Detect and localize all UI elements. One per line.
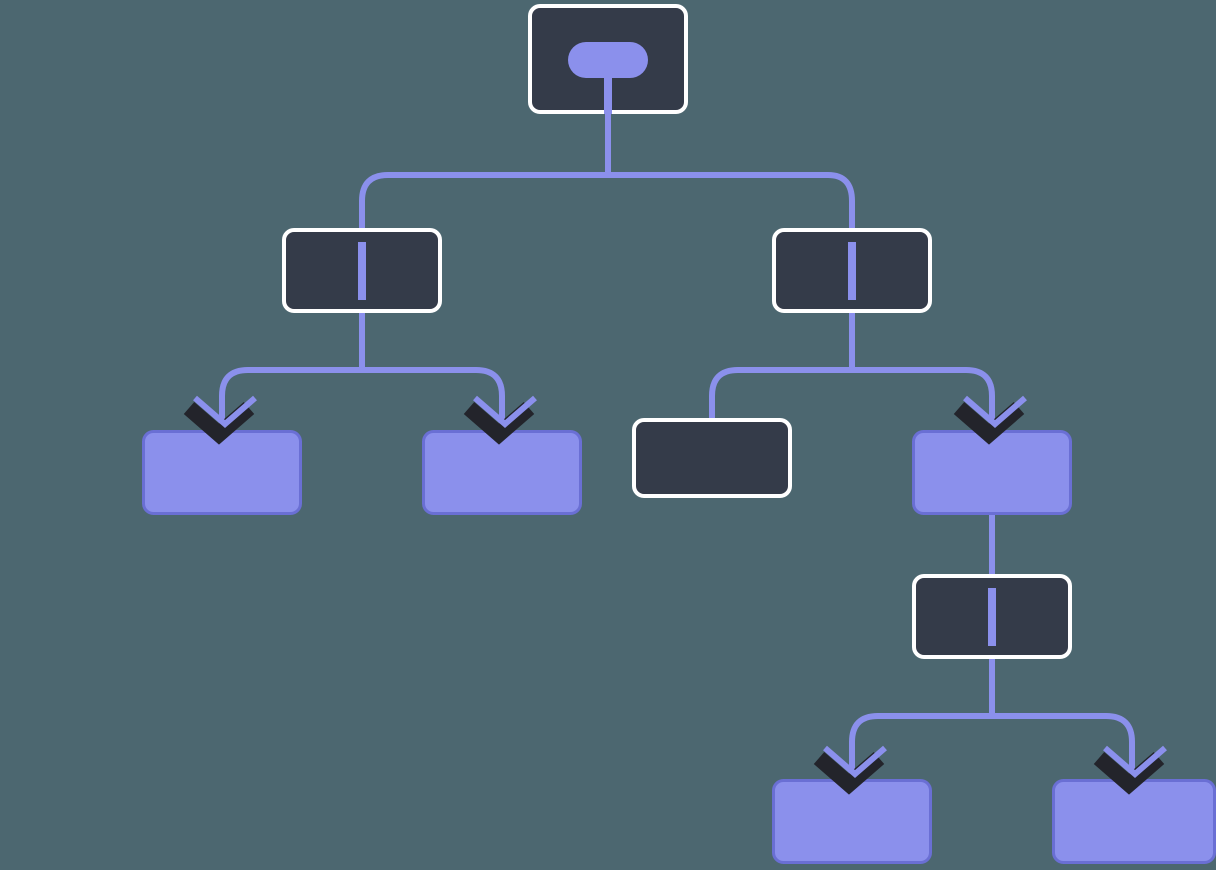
- arrowhead-to-leaf-e-accent: [1103, 745, 1167, 778]
- level1-left-to-leaves-connector: [219, 313, 505, 436]
- leaf-node-b[interactable]: [422, 430, 582, 515]
- connector-layer: [219, 114, 1135, 786]
- arrowhead-to-leaf-c-dark: [953, 401, 1025, 445]
- leaf-node-c[interactable]: [912, 430, 1072, 515]
- arrowhead-to-leaf-d-dark: [813, 751, 885, 795]
- arrowhead-to-leaf-a-accent: [193, 395, 257, 428]
- arrowhead-to-leaf-b-accent: [473, 395, 537, 428]
- arrowhead-layer: [183, 395, 1167, 795]
- node-marker-layer: [358, 42, 996, 646]
- level3-dark-node-bar-marker: [988, 588, 996, 646]
- level3-to-leaves-connector: [849, 659, 1135, 786]
- node-layer: [142, 4, 1216, 864]
- root-to-level1-connector: [359, 114, 855, 240]
- leaf-node-e[interactable]: [1052, 779, 1216, 864]
- root-node-pill-marker: [568, 42, 648, 78]
- level1-right-node-bar-marker: [848, 242, 856, 300]
- arrowhead-to-leaf-e-dark: [1093, 751, 1165, 795]
- leaf-node-d[interactable]: [772, 779, 932, 864]
- arrowhead-to-leaf-c-accent: [963, 395, 1027, 428]
- arrowhead-to-leaf-d-accent: [823, 745, 887, 778]
- arrowhead-to-leaf-b-dark: [463, 401, 535, 445]
- level1-right-to-children-connector: [709, 313, 995, 436]
- arrowhead-to-leaf-a-dark: [183, 401, 255, 445]
- root-node-stem-marker: [604, 60, 612, 114]
- leaf-node-a[interactable]: [142, 430, 302, 515]
- level1-left-node-bar-marker: [358, 242, 366, 300]
- level2-dark-node[interactable]: [632, 418, 792, 498]
